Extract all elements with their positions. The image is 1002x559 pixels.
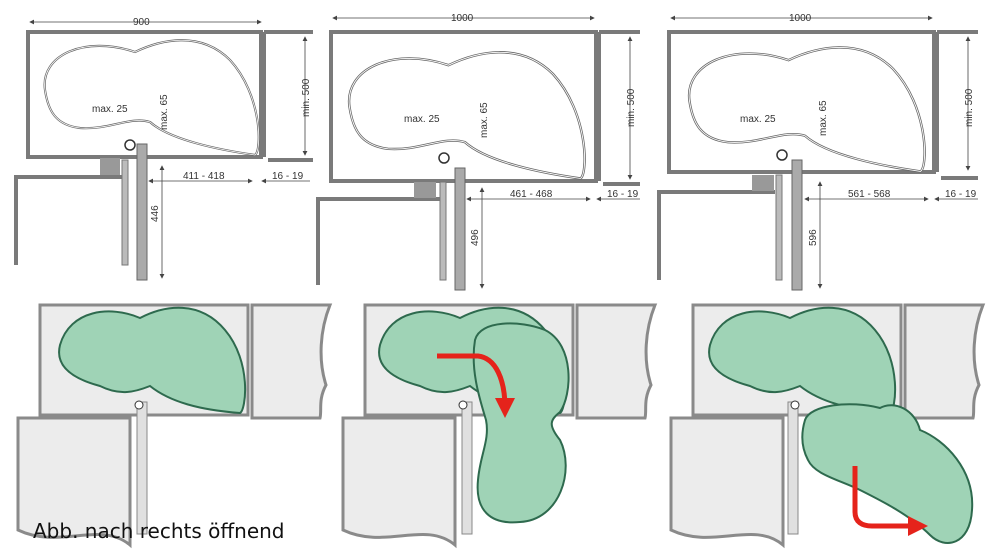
pivot-icon (776, 149, 788, 161)
cabinet-side (121, 159, 129, 266)
dim-max-offset: max. 25 (740, 114, 776, 125)
dim-max-depth: max. 65 (479, 102, 490, 138)
dim-gap: 16 - 19 (272, 171, 304, 182)
top-panel-2: 1000 min. 500 max. 25 max. 65 461 - 468 … (316, 13, 640, 291)
pivot-icon (134, 400, 144, 410)
door (136, 143, 148, 281)
dim-door: 496 (470, 229, 481, 246)
adjacent-cabinet (250, 303, 333, 420)
cabinet-side (775, 174, 783, 281)
shelf-outline (347, 51, 586, 180)
pivot-icon (458, 400, 468, 410)
lower-cabinet (341, 416, 457, 549)
adjacent-cabinet (597, 30, 640, 186)
dim-gap: 16 - 19 (945, 189, 977, 200)
lower-cabinet (316, 197, 440, 285)
dim-depth: min. 500 (626, 88, 637, 127)
dim-depth: min. 500 (964, 88, 975, 127)
door (787, 401, 799, 535)
lower-cabinet (657, 190, 775, 280)
lower-cabinet (16, 416, 132, 549)
door (461, 401, 473, 535)
dim-depth: min. 500 (301, 78, 312, 117)
bottom-panel-2 (341, 303, 658, 549)
pivot-icon (790, 400, 800, 410)
dim-max-depth: max. 65 (818, 100, 829, 136)
top-panel-3: 1000 min. 500 max. 25 max. 65 561 - 568 … (657, 13, 978, 291)
adjacent-cabinet (903, 303, 986, 420)
top-panel-1: 900 min. 500 max. 25 max. 65 411 - 418 1… (14, 17, 313, 281)
shelf-outline (43, 39, 260, 157)
dim-span: 411 - 418 (183, 171, 225, 182)
corner-cabinet (667, 30, 936, 174)
arrow-icon (437, 353, 515, 418)
dim-width: 1000 (789, 13, 812, 24)
bottom-panel-1 (16, 303, 333, 549)
dim-width: 900 (133, 17, 150, 28)
hinge-block (414, 182, 436, 198)
pivot-icon (438, 152, 450, 164)
lower-cabinet (14, 175, 122, 265)
arrow-icon (852, 466, 928, 536)
dim-span: 461 - 468 (510, 189, 553, 200)
caption: Abb. nach rechts öffnend (33, 519, 285, 543)
corner-cabinet (26, 30, 263, 159)
dim-gap: 16 - 19 (607, 189, 639, 200)
dim-max-offset: max. 25 (404, 114, 440, 125)
door (136, 401, 148, 535)
door (454, 167, 466, 291)
dim-max-depth: max. 65 (159, 94, 170, 130)
dim-span: 561 - 568 (848, 189, 891, 200)
dim-door: 596 (808, 229, 819, 246)
dim-max-offset: max. 25 (92, 104, 128, 115)
shelf-swinging-out (472, 322, 570, 524)
shelf-pulled-out (801, 403, 974, 544)
hinge-block (100, 158, 120, 175)
lower-cabinet (669, 416, 785, 549)
dim-width: 1000 (451, 13, 474, 24)
corner-cabinet (329, 30, 598, 183)
cabinet-side (439, 181, 447, 281)
bottom-panel-3 (669, 303, 986, 549)
shelf-outline (687, 46, 926, 173)
pivot-icon (124, 139, 136, 151)
hinge-block (752, 175, 774, 191)
adjacent-cabinet (935, 30, 978, 180)
dim-door: 446 (150, 205, 161, 222)
adjacent-cabinet (575, 303, 658, 420)
door (791, 159, 803, 291)
adjacent-cabinet (262, 30, 313, 162)
